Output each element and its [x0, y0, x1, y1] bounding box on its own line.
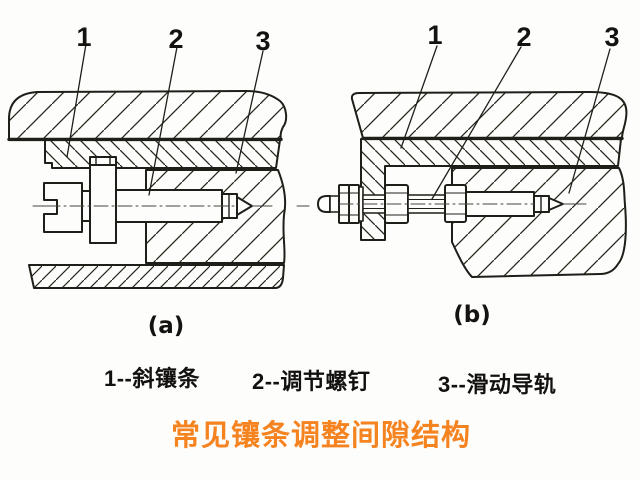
leader-2-a — [148, 46, 178, 196]
leader-3-b — [568, 48, 611, 194]
diagram-title: 常见镶条调整间隙结构 — [171, 420, 472, 452]
screw-slotted-head — [43, 182, 83, 233]
leader-2-b — [431, 46, 522, 200]
stud-cone-tip-b — [548, 197, 564, 211]
legend-item-gib: 1--斜镶条 — [104, 366, 200, 391]
slide-block-b — [350, 91, 628, 139]
leader-1-a — [66, 43, 87, 158]
figure-a-caption: (a) — [148, 313, 185, 339]
callout-number-1-a: 1 — [76, 22, 91, 52]
figure-b-caption: (b) — [453, 302, 491, 328]
callout-leaders-b — [400, 45, 611, 200]
adjust-stud-b — [317, 184, 564, 224]
legend-item-adjust-screw: 2--调节螺钉 — [252, 369, 371, 394]
screw-collar — [89, 164, 117, 244]
legend-item-guide-rail: 3--滑动导轨 — [438, 372, 557, 397]
callout-leaders-a — [66, 43, 264, 196]
gib-strip-a — [44, 139, 281, 169]
callout-number-2-b: 2 — [516, 22, 531, 52]
guide-rail-block-b — [451, 167, 627, 278]
stud-dome-end — [317, 195, 331, 213]
gib-strip-b — [360, 138, 622, 241]
callout-number-2-a: 2 — [168, 24, 183, 54]
stud-thread-left — [329, 195, 340, 213]
leader-1-b — [400, 45, 438, 149]
figure-b: 1 2 3 (b) — [317, 20, 628, 328]
callout-number-3-a: 3 — [255, 26, 270, 56]
stud-shaft-b — [465, 191, 535, 217]
callout-number-1-b: 1 — [427, 20, 442, 50]
figure-a: 1 2 3 (a) — [7, 22, 310, 339]
slide-block-a — [8, 90, 288, 140]
gib-adjustment-diagram: 1 2 3 (a) — [7, 20, 628, 339]
clamp-bar-a — [28, 264, 285, 289]
screw-cone-tip-a — [236, 196, 253, 216]
leader-3-a — [235, 50, 264, 174]
screw-collar-top — [89, 156, 117, 166]
callout-number-3-b: 3 — [604, 22, 619, 52]
